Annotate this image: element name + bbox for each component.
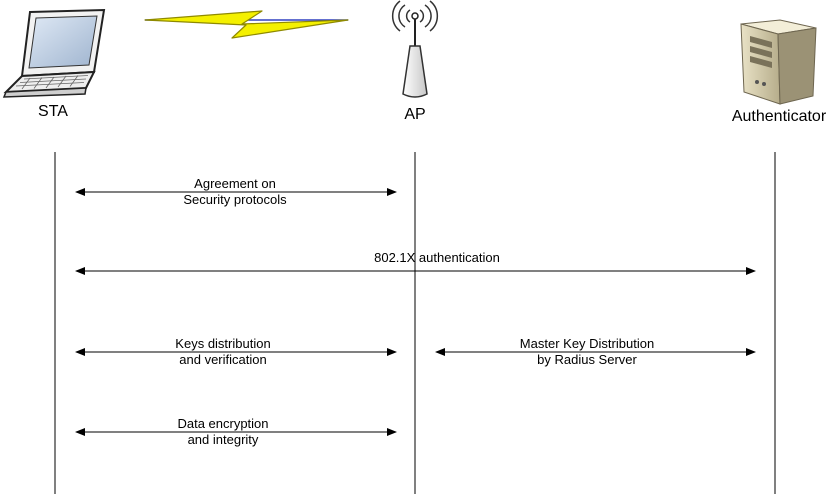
message-line: Keys distribution (175, 336, 271, 351)
message-line: 802.1X authentication (374, 250, 500, 265)
message-line: Security protocols (183, 192, 287, 207)
ap-label: AP (404, 106, 426, 123)
message-line: by Radius Server (537, 352, 637, 367)
message-label-data-encryption: Data encryption and integrity (177, 416, 268, 448)
laptop-icon (2, 8, 106, 98)
message-line: Agreement on (194, 176, 276, 191)
access-point-icon (391, 0, 439, 98)
message-label-keys: Keys distribution and verification (175, 336, 270, 368)
message-line: and verification (179, 352, 267, 367)
message-label-8021x: 802.1X authentication (374, 250, 500, 266)
message-line: Data encryption (177, 416, 269, 431)
sta-label: STA (38, 103, 68, 120)
message-line: and integrity (187, 432, 259, 447)
message-label-agreement: Agreement on Security protocols (183, 176, 286, 208)
message-line: Master Key Distribution (519, 336, 655, 351)
authenticator-label: Authenticator (731, 108, 827, 125)
server-tower-icon (740, 19, 817, 105)
message-label-master-key: Master Key Distribution by Radius Server (520, 336, 654, 368)
wireless-link-icon (144, 10, 349, 39)
